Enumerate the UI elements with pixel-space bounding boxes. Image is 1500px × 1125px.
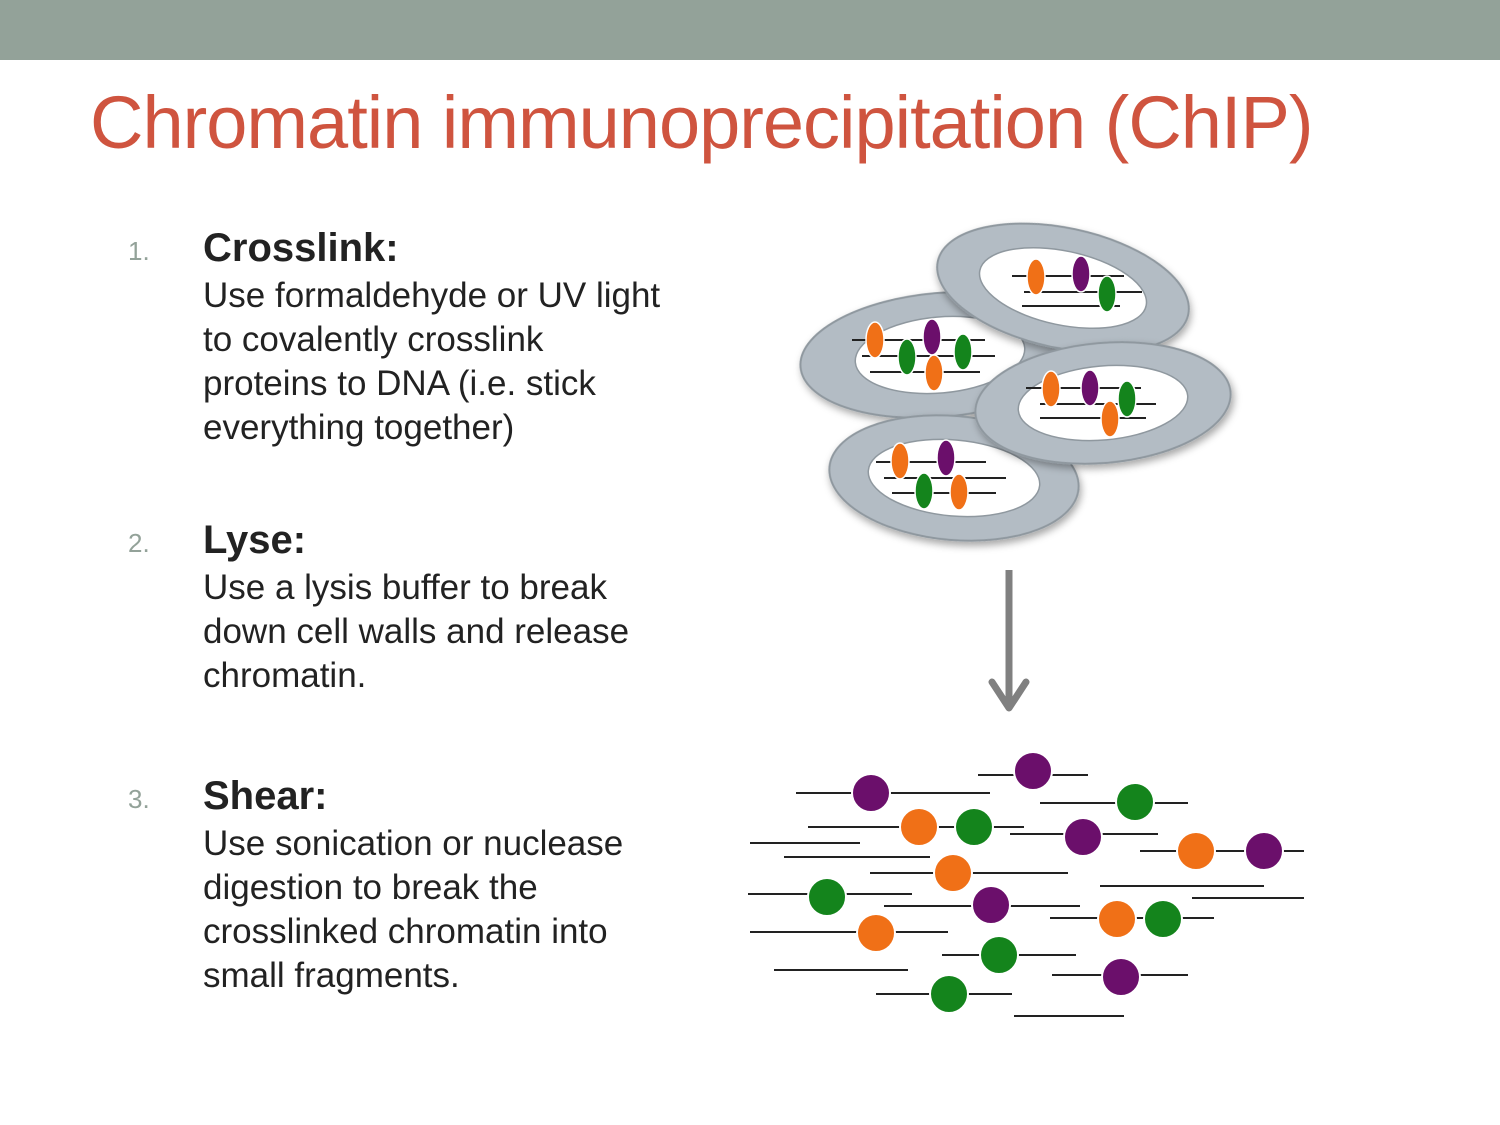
green-protein (1097, 275, 1117, 313)
green-protein (1117, 380, 1137, 418)
purple-protein (1063, 817, 1103, 857)
cell (936, 222, 1190, 354)
purple-protein (1071, 255, 1091, 293)
green-protein (1143, 899, 1183, 939)
step-heading: Lyse: (203, 518, 307, 562)
purple-protein (1013, 751, 1053, 791)
orange-protein (1176, 831, 1216, 871)
arrow-head-icon (988, 678, 1030, 712)
purple-protein (1101, 957, 1141, 997)
orange-protein (890, 442, 910, 480)
header-bar (0, 0, 1500, 60)
lysis-and-shear-arrow (988, 570, 1030, 712)
orange-protein (1100, 400, 1120, 438)
step-heading: Shear: (203, 774, 328, 818)
step-description: Use formaldehyde or UV light to covalent… (203, 276, 661, 447)
slide-title: Chromatin immunoprecipitation (ChIP) (90, 81, 1313, 164)
orange-protein (924, 354, 944, 392)
green-protein (914, 472, 934, 510)
green-protein (929, 974, 969, 1014)
green-protein (954, 807, 994, 847)
purple-protein (922, 318, 942, 356)
green-protein (1115, 782, 1155, 822)
crosslinked-cells (799, 222, 1232, 542)
orange-protein (899, 807, 939, 847)
green-protein (897, 338, 917, 376)
cell (974, 341, 1232, 465)
step-number: 3. (128, 784, 150, 814)
purple-protein (1244, 831, 1284, 871)
chip-diagram (748, 222, 1304, 1017)
step-number: 2. (128, 528, 150, 558)
sheared-chromatin-fragments (748, 751, 1304, 1017)
purple-protein (936, 439, 956, 477)
orange-protein (1097, 899, 1137, 939)
step-description: Use sonication or nuclease digestion to … (203, 824, 624, 995)
green-protein (979, 935, 1019, 975)
orange-protein (949, 473, 969, 511)
purple-protein (851, 773, 891, 813)
step-number: 1. (128, 236, 150, 266)
green-protein (807, 877, 847, 917)
green-protein (953, 333, 973, 371)
orange-protein (865, 321, 885, 359)
orange-protein (856, 913, 896, 953)
orange-protein (933, 853, 973, 893)
step-description: Use a lysis buffer to break down cell wa… (203, 568, 630, 695)
orange-protein (1026, 258, 1046, 296)
purple-protein (971, 885, 1011, 925)
step-heading: Crosslink: (203, 226, 399, 270)
orange-protein (1041, 370, 1061, 408)
purple-protein (1080, 369, 1100, 407)
